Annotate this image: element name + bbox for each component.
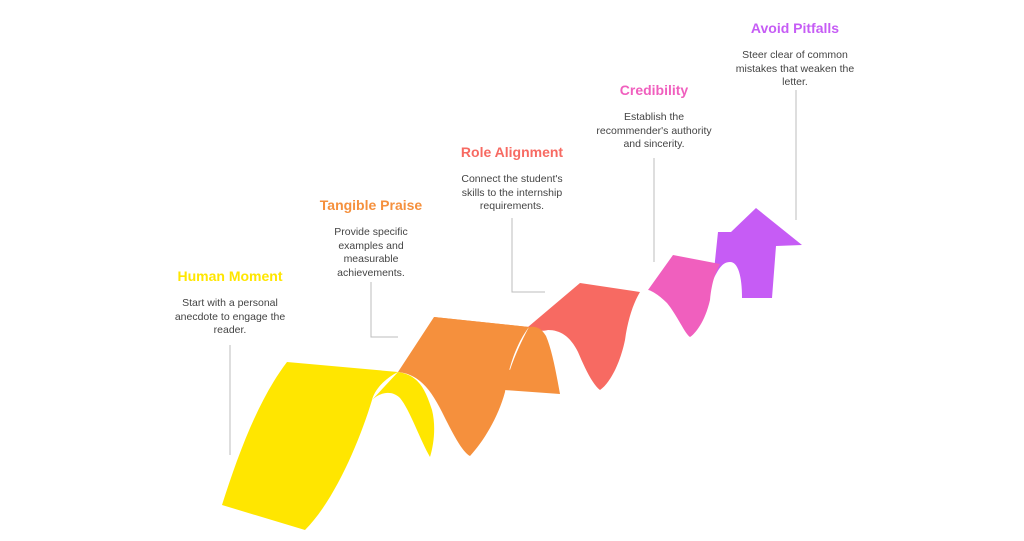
ribbon-segment-human-moment-fold [372,372,435,457]
step-human-moment: Human Moment Start with a personal anecd… [150,267,310,338]
step-title: Role Alignment [460,144,564,160]
step-tangible-praise: Tangible Praise Provide specific example… [291,196,451,280]
step-description: Establish the recommender's authority an… [596,111,712,150]
ribbon-segment-role-alignment [528,283,640,390]
step-title: Credibility [619,82,689,98]
ribbon-segment-avoid-pitfalls [713,208,802,298]
leader-line-tangible-praise [370,282,398,338]
step-title: Tangible Praise [319,197,423,213]
ribbon-segment-credibility [648,255,720,337]
step-role-alignment: Role Alignment Connect the student's ski… [432,143,592,214]
step-description: Start with a personal anecdote to engage… [174,297,286,336]
ribbon-segment-human-moment [222,362,398,530]
step-title: Avoid Pitfalls [750,20,840,36]
step-title: Human Moment [177,268,283,284]
step-credibility: Credibility Establish the recommender's … [574,81,734,152]
step-avoid-pitfalls: Avoid Pitfalls Steer clear of common mis… [715,19,875,90]
step-description: Connect the student's skills to the inte… [461,173,563,212]
step-description: Provide specific examples and measurable… [334,226,408,279]
step-description: Steer clear of common mistakes that weak… [735,49,855,88]
ribbon-segment-tangible-praise-fold [398,317,529,456]
leader-line-role-alignment [511,218,545,293]
